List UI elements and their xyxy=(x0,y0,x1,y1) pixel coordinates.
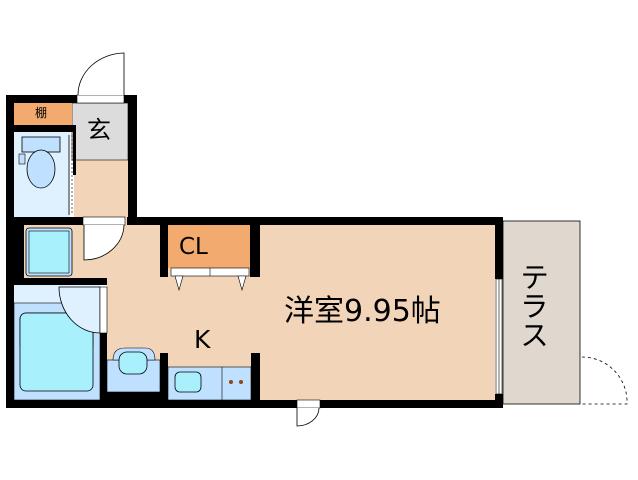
western-room-label: 洋室9.95帖 xyxy=(284,294,441,329)
terrace-label: テラス xyxy=(515,262,550,349)
entrance-door[interactable] xyxy=(77,52,125,96)
terrace xyxy=(502,220,581,405)
shelf xyxy=(14,103,72,125)
toilet-bowl xyxy=(26,149,56,189)
sink xyxy=(174,371,202,393)
closet-label: CL xyxy=(179,234,208,260)
walls xyxy=(6,95,503,408)
closet xyxy=(168,225,251,268)
toilet-paper xyxy=(18,153,26,165)
entrance-floor xyxy=(71,102,129,161)
stove-burner xyxy=(239,380,243,384)
hall-floor xyxy=(74,160,128,225)
toilet-door[interactable] xyxy=(83,224,125,261)
service-door[interactable] xyxy=(296,407,320,427)
kitchen-label: K xyxy=(194,325,211,354)
bathroom-door[interactable] xyxy=(58,286,101,334)
terrace-door-arc xyxy=(580,356,628,405)
shelf-label: 棚 xyxy=(35,106,48,120)
entrance-label: 玄 xyxy=(87,116,111,144)
stove-burner xyxy=(229,380,233,384)
